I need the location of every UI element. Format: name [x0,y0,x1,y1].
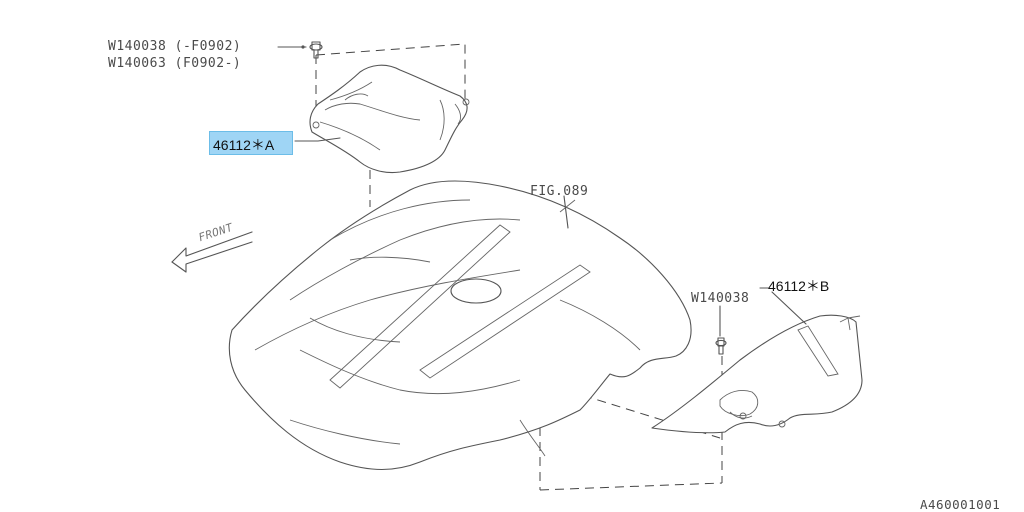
diagram-code: A460001001 [920,497,1001,512]
bolt-label-2: W140063 (F0902-) [108,56,242,71]
figure-reference-label: FIG.089 [530,184,589,199]
bolt-w140038-top [277,41,323,59]
cover-part-b [651,287,863,434]
front-arrow-icon [171,231,253,273]
bolt-label-3: W140038 [691,291,750,306]
part-a-highlight-label[interactable]: 46112＊A [209,131,293,155]
engine-cover [228,180,692,471]
part-b-label[interactable]: 46112＊B [768,278,830,294]
cover-part-a [294,64,470,174]
bolt-w140038-right [715,305,727,355]
bolt-label-1: W140038 (-F0902) [108,39,242,54]
